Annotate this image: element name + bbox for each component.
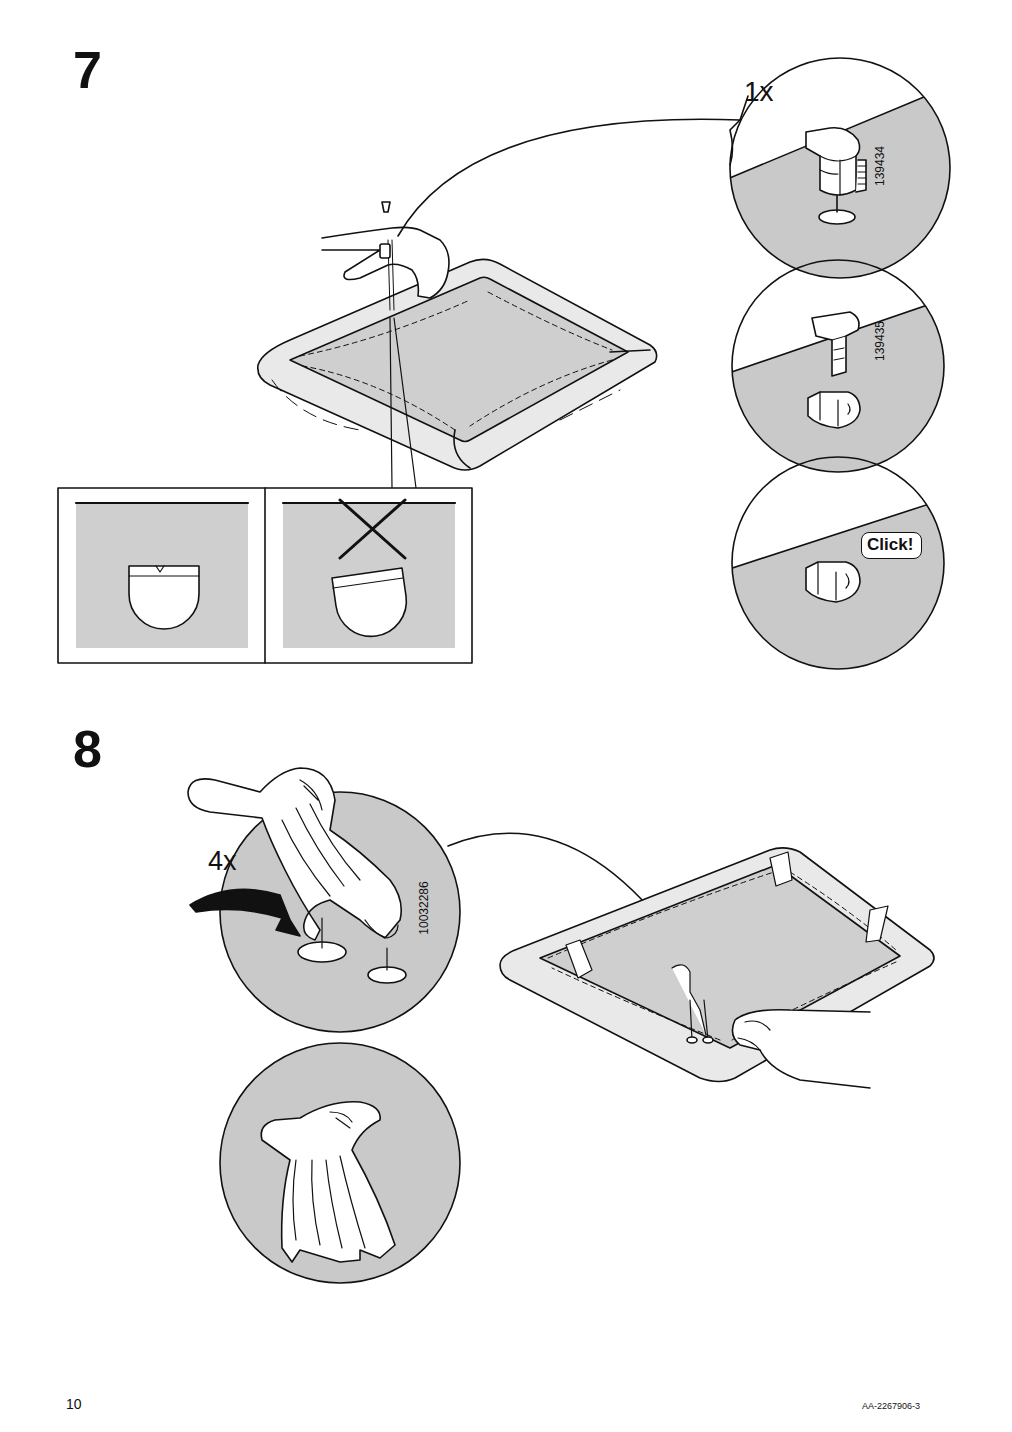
label-text: 4x [208, 848, 237, 875]
step-number: 7 [73, 44, 102, 96]
part-number: 10032286 [418, 881, 430, 934]
part-number: 139435 [874, 321, 886, 361]
callout-text: Click! [867, 536, 916, 553]
step-number: 8 [73, 723, 102, 775]
callout-bubble: Click! [861, 532, 922, 559]
part-number: 139434 [874, 146, 886, 186]
label-text: AA-2267906-3 [862, 1402, 920, 1411]
label-text: 10 [66, 1397, 82, 1411]
label-text: 1x [744, 78, 774, 106]
